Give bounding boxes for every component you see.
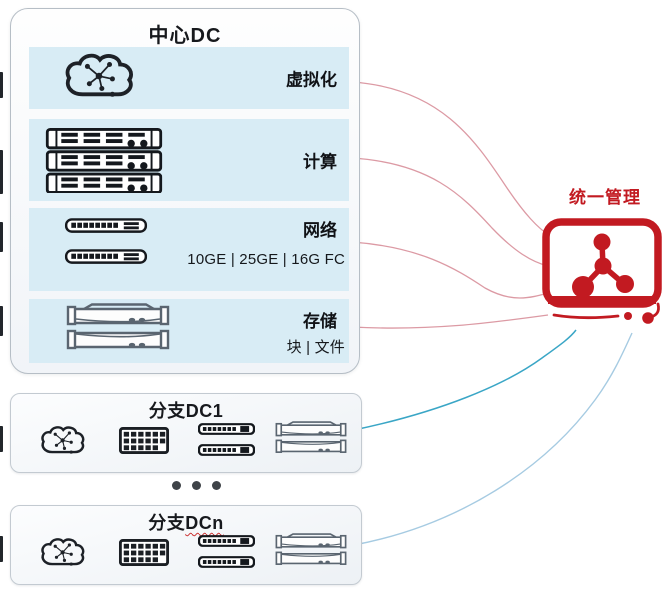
line-network-to-management	[351, 241, 549, 299]
central-dc-title: 中心DC	[148, 25, 222, 47]
edge-artifact	[0, 306, 3, 336]
network-row: 网络 10GE | 25GE | 16G FC	[29, 208, 349, 291]
edge-artifact	[0, 536, 3, 562]
virtualization-label: 虚拟化	[286, 70, 337, 90]
switch-icon	[63, 249, 149, 264]
switch-icon	[198, 556, 255, 568]
switch-icon	[198, 423, 255, 435]
dot	[192, 481, 201, 490]
line-branch1-to-management	[353, 329, 577, 431]
edge-artifact	[0, 426, 3, 452]
edge-artifact	[0, 222, 3, 252]
cloud-icon	[36, 425, 88, 457]
branch-dc1-title: 分支DC1	[148, 401, 224, 421]
central-dc-panel: 中心DC 虚拟化 计算 网络 10GE | 25GE | 16G FC 存储 块…	[10, 8, 360, 374]
network-speeds-label: 10GE | 25GE | 16G FC	[187, 251, 345, 268]
edge-artifact	[0, 72, 3, 98]
compute-label: 计算	[303, 152, 337, 172]
switch-icon	[198, 444, 255, 456]
line-virtualization-to-management	[351, 81, 551, 237]
network-label: 网络	[303, 221, 337, 240]
dot	[212, 481, 221, 490]
virtualization-row: 虚拟化	[29, 47, 349, 109]
storage-types-label: 块 | 文件	[286, 339, 345, 356]
storage-label: 存储	[303, 312, 337, 331]
branch-dcn-title: 分支DCn	[148, 513, 224, 533]
edge-artifact	[0, 150, 3, 194]
line-storage-to-management	[351, 314, 549, 329]
cloud-icon	[36, 537, 88, 569]
dot	[172, 481, 181, 490]
management-console-icon	[542, 218, 662, 324]
line-branchn-to-management	[353, 332, 633, 546]
storage-array-icon	[66, 302, 170, 356]
unified-management-label: 统一管理	[569, 188, 641, 207]
branch-dc1-panel: 分支DC1	[10, 393, 362, 473]
compute-row: 计算	[29, 119, 349, 201]
branch-dcn-panel: 分支DCn	[10, 505, 362, 585]
server-grid-icon	[118, 427, 170, 454]
server-stack-icon	[45, 127, 163, 193]
line-compute-to-management	[351, 157, 549, 267]
storage-array-icon	[273, 533, 349, 569]
switch-icon	[198, 535, 255, 547]
storage-row: 存储 块 | 文件	[29, 299, 349, 363]
switch-icon	[63, 218, 149, 233]
server-grid-icon	[118, 539, 170, 566]
ellipsis-dots	[172, 481, 221, 490]
storage-array-icon	[273, 421, 349, 457]
cloud-virtualization-icon	[59, 52, 137, 102]
